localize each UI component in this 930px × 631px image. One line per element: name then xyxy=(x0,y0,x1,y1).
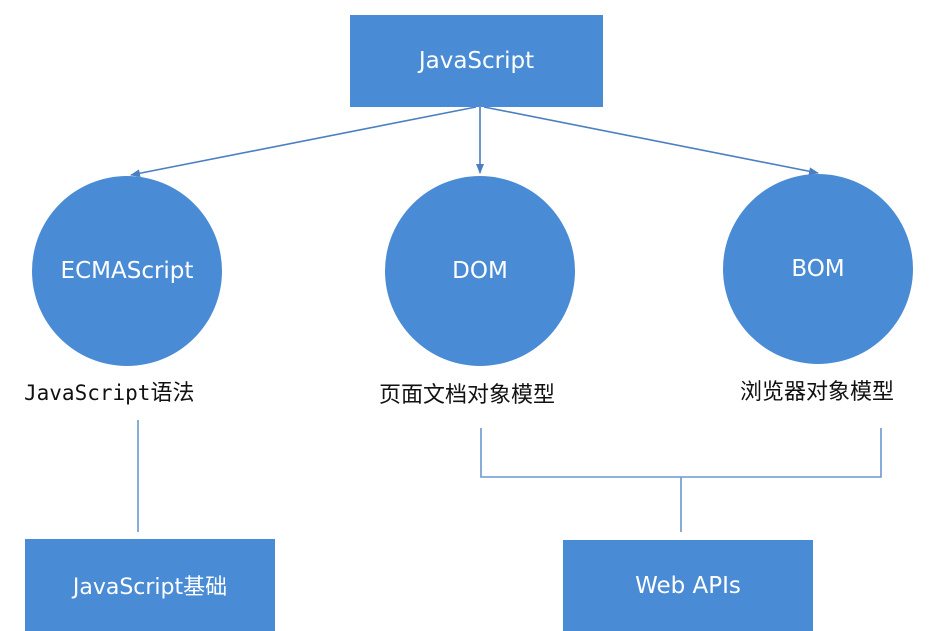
web-apis-node: Web APIs xyxy=(563,540,813,631)
arrow-to-bom xyxy=(483,106,819,176)
ecmascript-node-label: ECMAScript xyxy=(60,258,194,284)
javascript-basics-node: JavaScript基础 xyxy=(25,539,275,631)
bom-node-label: BOM xyxy=(791,256,845,282)
dom-node-label: DOM xyxy=(452,258,508,284)
dom-node: DOM xyxy=(385,176,575,366)
connector-dom-bom-bracket xyxy=(480,428,882,478)
ecmascript-caption: JavaScript语法 xyxy=(24,375,194,407)
javascript-basics-node-label: JavaScript基础 xyxy=(72,575,228,600)
bom-node: BOM xyxy=(723,174,913,364)
ecmascript-caption-latin: JavaScript xyxy=(24,381,151,405)
arrow-to-ecmascript xyxy=(130,106,477,178)
javascript-node-label: JavaScript xyxy=(418,48,535,74)
web-apis-node-label: Web APIs xyxy=(635,572,741,599)
dom-caption: 页面文档对象模型 xyxy=(379,383,556,408)
ecmascript-caption-cjk: 语法 xyxy=(150,381,195,406)
ecmascript-node: ECMAScript xyxy=(32,176,222,366)
bom-caption: 浏览器对象模型 xyxy=(740,380,895,405)
javascript-node: JavaScript xyxy=(350,15,603,107)
